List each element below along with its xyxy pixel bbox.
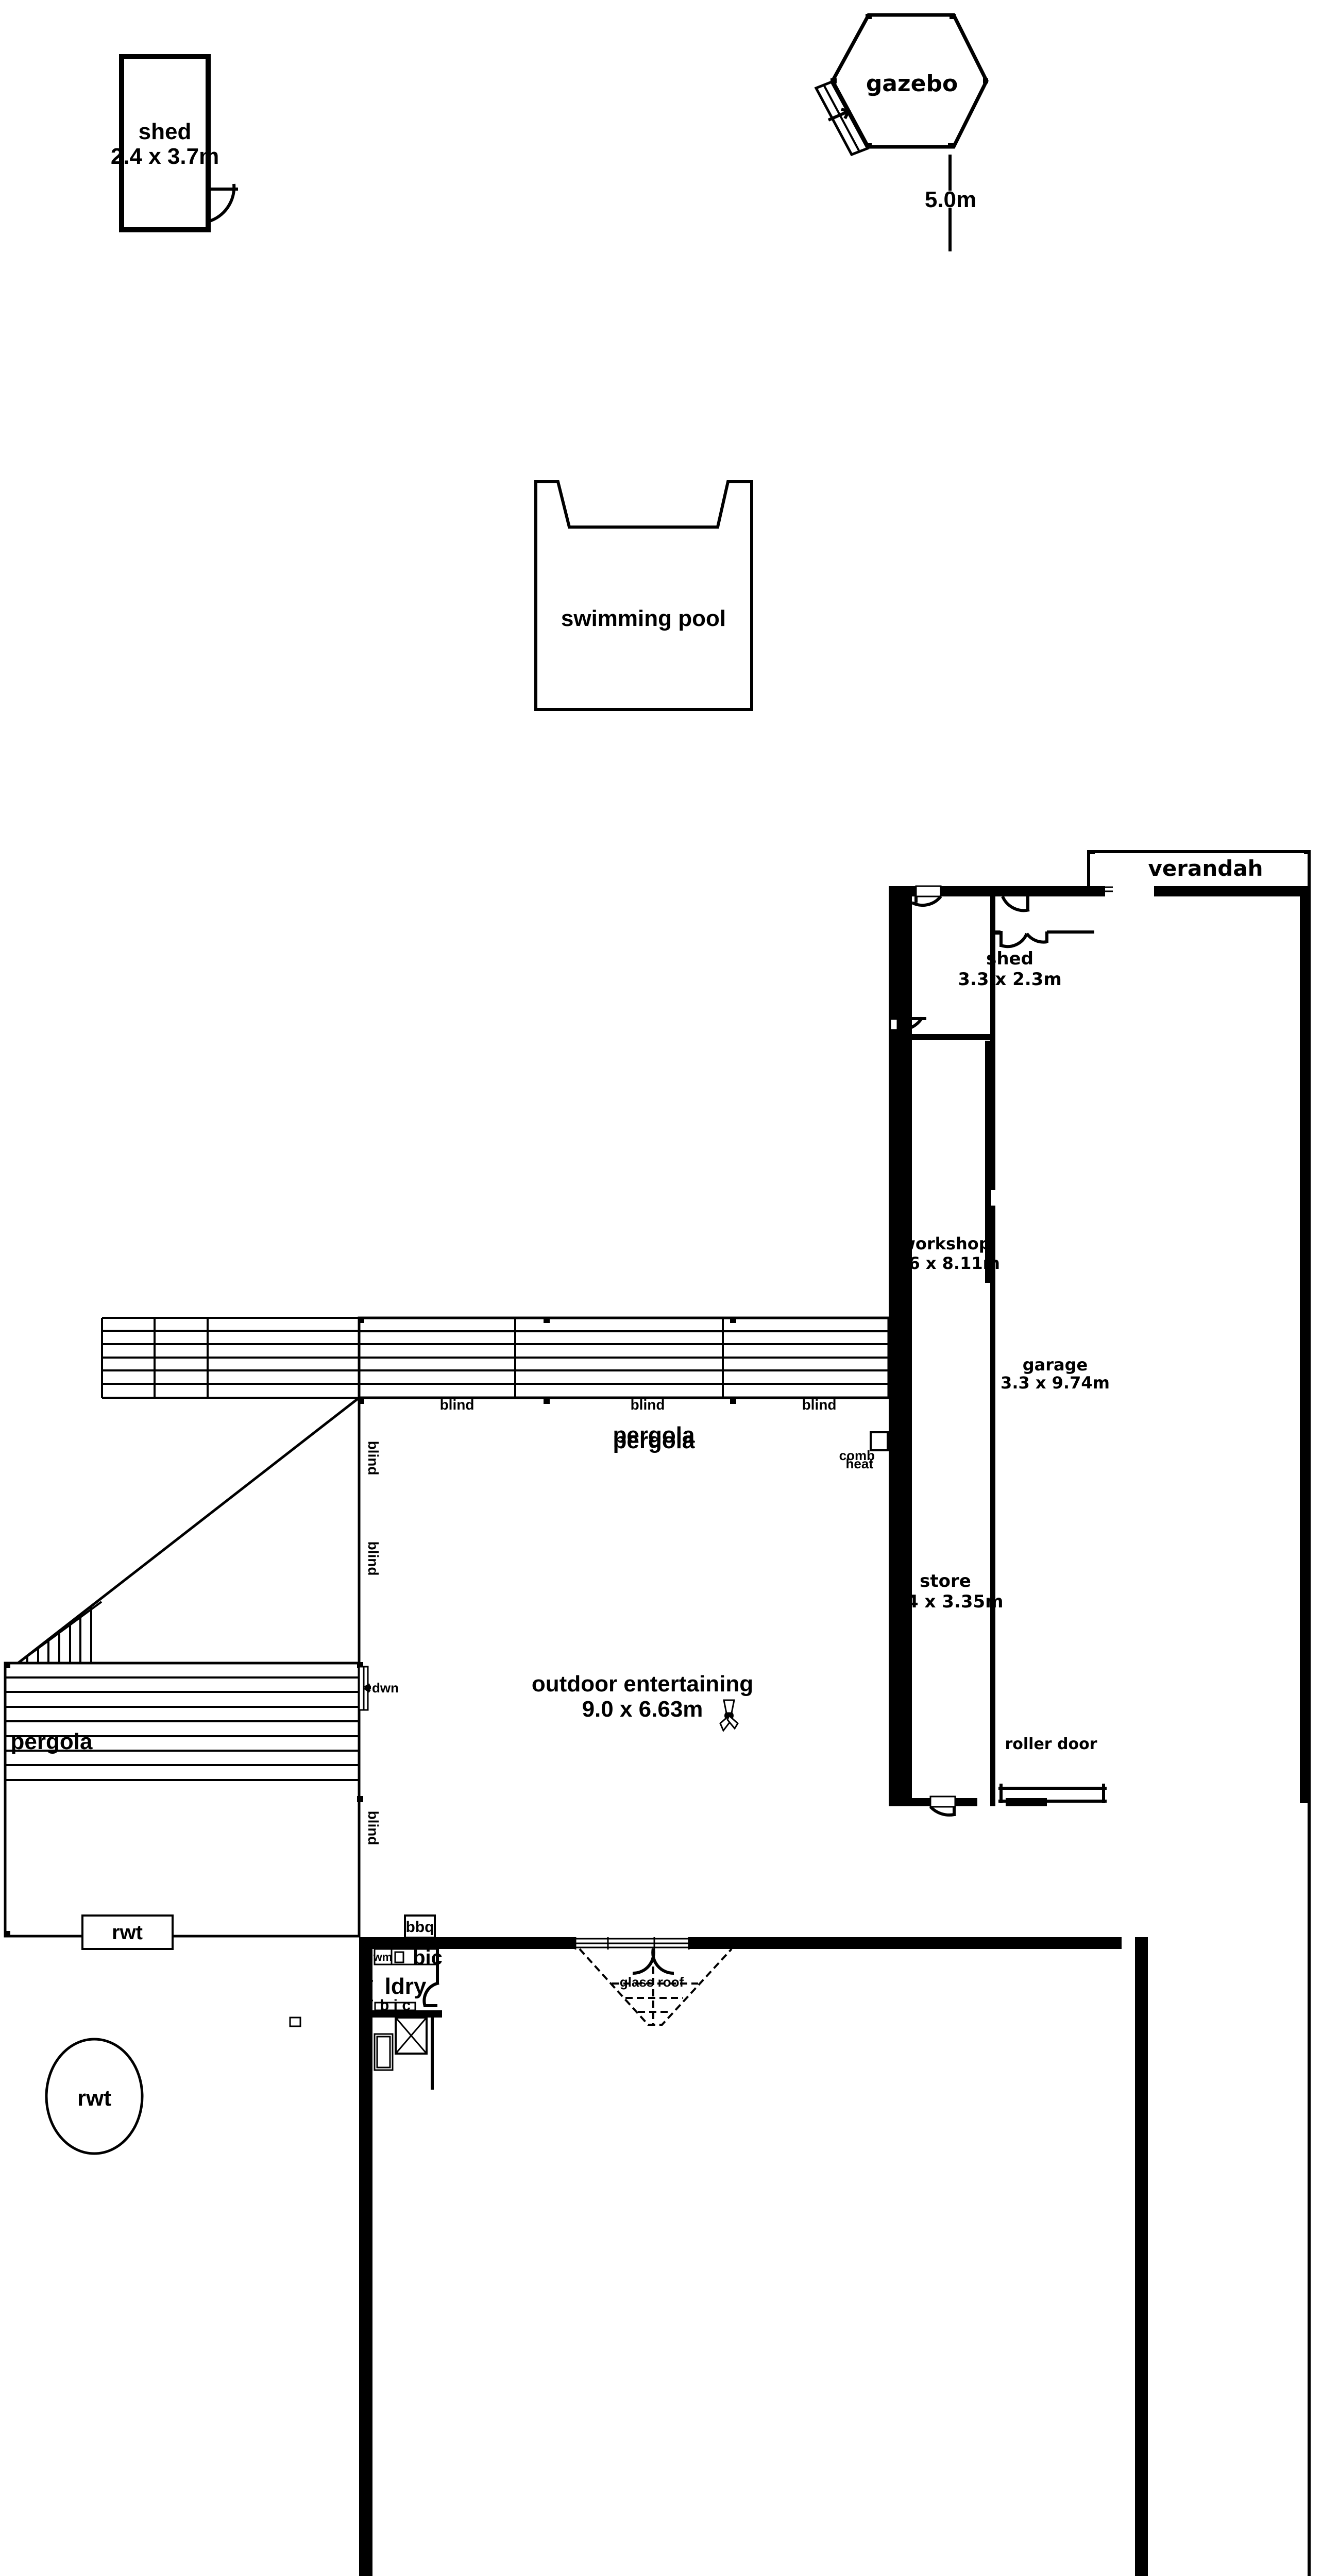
pergola-left-label-2: pergola: [11, 1729, 93, 1754]
swimming-pool: swimming pool: [534, 480, 753, 711]
outdoor-entertaining-size: 9.0 x 6.63m: [582, 1697, 703, 1722]
comb-label: comb: [839, 1448, 875, 1463]
blind-label-2: blind: [631, 1397, 665, 1413]
rwt-rect-label: rwt: [112, 1921, 143, 1944]
dwn-label: dwn: [372, 1680, 399, 1696]
blind-vertical-3: blind: [365, 1811, 381, 1845]
wm-label: wm: [373, 1951, 393, 1963]
gazebo: gazebo: [814, 13, 989, 157]
glass-roof: [579, 1948, 733, 2026]
gazebo-label: gazebo: [866, 71, 958, 97]
roller-door-label: roller door: [1005, 1735, 1097, 1753]
blind-vertical-1: blind: [365, 1441, 381, 1476]
outdoor-area: pergola blind blind blind: [4, 1316, 890, 2155]
garage-size: 3.3 x 9.74m: [1001, 1373, 1110, 1393]
shed-label: shed: [139, 119, 192, 144]
pergola-top-label-2: pergola: [613, 1422, 695, 1448]
garage-label: garage: [1023, 1355, 1088, 1375]
shed-size: 2.4 x 3.7m: [111, 144, 219, 169]
rear-shed-size: 3.3 x 2.3m: [958, 969, 1062, 990]
blind-label-1: blind: [440, 1397, 474, 1413]
garage-block: shed 3.3 x 2.3m workshop 2.6 x 8.11m gar…: [887, 885, 1310, 1817]
blind-vertical-2: blind: [365, 1541, 381, 1576]
ldry-label: ldry: [385, 1974, 427, 1999]
gazebo-distance: 5.0m: [925, 155, 976, 251]
rwt-circle-label: rwt: [77, 2086, 111, 2111]
ceiling-fan-icon: [719, 1699, 739, 1732]
workshop-size: 2.6 x 8.11m: [891, 1253, 1000, 1273]
bbq-label: bbq: [406, 1919, 434, 1936]
rear-shed-label: shed: [986, 948, 1033, 969]
glass-roof-label: glass roof: [620, 1974, 684, 1990]
blind-label-3: blind: [802, 1397, 837, 1413]
pergola-top-label: pergola: [613, 1428, 695, 1453]
store-size: 2.4 x 3.35m: [887, 1591, 1003, 1612]
house: glass roof wm bic ldry b i c: [289, 1937, 1148, 2576]
pool-label: swimming pool: [561, 606, 726, 631]
distance-label: 5.0m: [925, 187, 976, 212]
rear-verandah: verandah: [1087, 850, 1311, 2576]
outdoor-entertaining-label: outdoor entertaining: [532, 1671, 753, 1697]
verandah-top-label: verandah: [1148, 856, 1263, 881]
garden-shed: shed 2.4 x 3.7m: [111, 54, 238, 232]
store-label: store: [920, 1571, 971, 1591]
heat-label: heat: [846, 1456, 874, 1471]
workshop-label: workshop: [900, 1234, 990, 1253]
